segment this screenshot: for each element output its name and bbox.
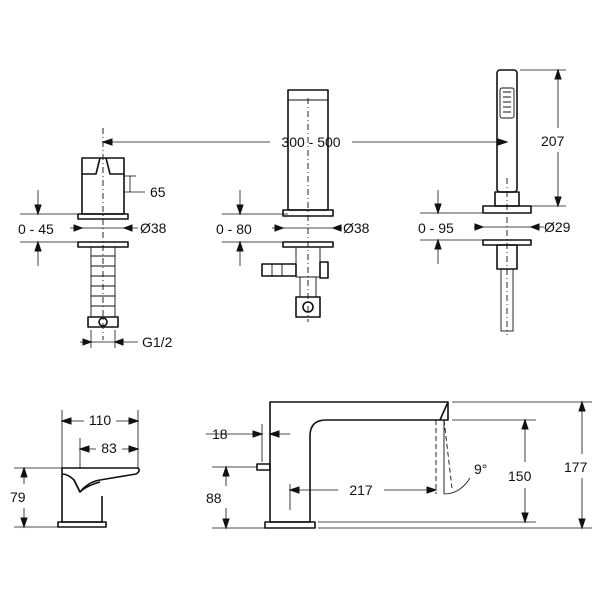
spout-hole-dimension: Ø38: [272, 220, 370, 236]
spout-outlet-label: 150: [508, 468, 532, 484]
shower-height-dimension: 207: [520, 68, 566, 208]
spacing-dimension: 300 - 500: [101, 134, 509, 150]
spout-offset-label: 18: [212, 426, 228, 442]
spout-adjust-label: 0 - 80: [216, 221, 252, 237]
spout-base-label: 88: [206, 490, 222, 506]
mixer-hole-dimension: Ø38: [70, 220, 167, 236]
shower-hole-dimension: Ø29: [474, 219, 571, 235]
hand-shower-view: [482, 69, 532, 335]
spout-reach-label: 217: [349, 482, 373, 498]
lever-length-dimension: 110: [60, 410, 140, 468]
lever-side-view: [57, 467, 140, 528]
shower-height-label: 207: [541, 133, 565, 149]
lever-depth-label: 83: [101, 440, 117, 456]
shower-adjust-label: 0 - 95: [418, 220, 454, 236]
mixer-thread-label: G1/2: [142, 334, 173, 350]
mixer-thread-dimension: G1/2: [80, 330, 173, 350]
lever-depth-dimension: 83: [78, 438, 140, 468]
spout-base-dimension: 88: [206, 465, 265, 530]
lever-height-label: 79: [10, 489, 26, 505]
mixer-hole-label: Ø38: [140, 220, 167, 236]
lever-length-label: 110: [89, 412, 112, 428]
spout-total-dimension: 177: [318, 400, 592, 530]
spacing-label: 300 - 500: [281, 134, 340, 150]
spout-angle-dimension: 9°: [443, 461, 487, 495]
spout-offset-dimension: 18: [206, 424, 290, 462]
spout-angle-label: 9°: [474, 461, 487, 477]
spout-total-label: 177: [564, 459, 588, 475]
mixer-height-label: 65: [150, 184, 166, 200]
spout-valve-view: [261, 89, 334, 322]
spout-reach-dimension: 217: [288, 482, 438, 510]
mixer-height-dimension: 65: [124, 175, 166, 200]
lever-height-dimension: 79: [10, 466, 62, 529]
spout-side-view: [256, 401, 453, 529]
shower-adjust-dimension: 0 - 95: [418, 190, 483, 264]
shower-hole-label: Ø29: [544, 219, 571, 235]
mixer-adjust-dimension: 0 - 45: [18, 190, 82, 266]
spout-adjust-dimension: 0 - 80: [216, 190, 288, 266]
mixer-valve-view: [77, 128, 129, 340]
spout-outlet-dimension: 150: [318, 418, 536, 524]
mixer-adjust-label: 0 - 45: [18, 221, 54, 237]
spout-hole-label: Ø38: [343, 220, 370, 236]
